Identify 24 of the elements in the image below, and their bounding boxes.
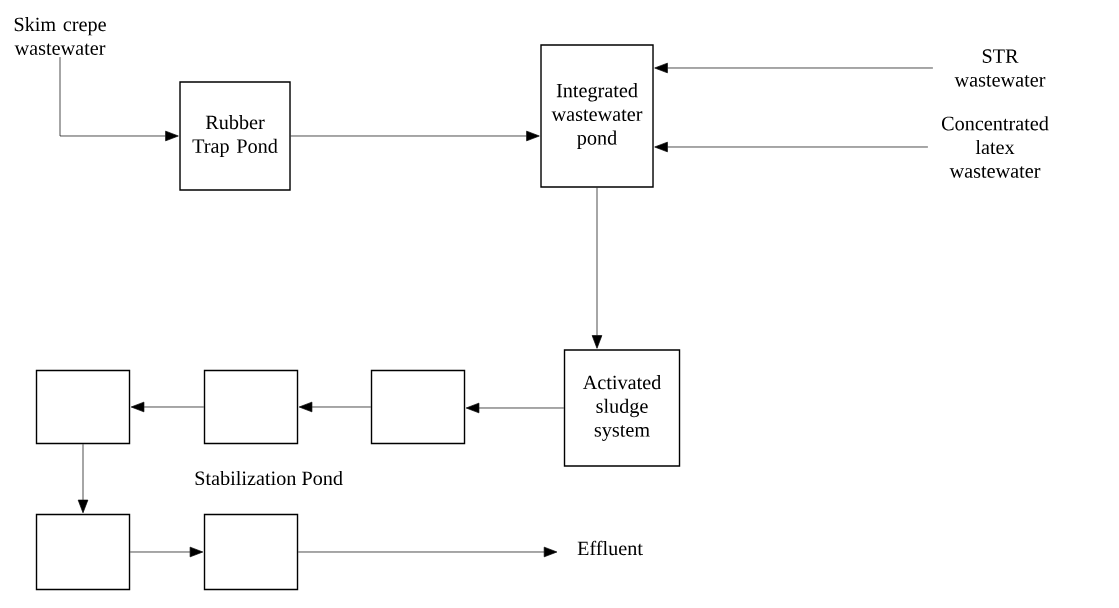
arrow xyxy=(290,130,540,142)
empty-box xyxy=(203,513,299,591)
node-text: Effluent xyxy=(577,540,643,556)
node-text: Concentrated latex wastewater xyxy=(941,116,1049,178)
empty-box xyxy=(35,513,131,591)
arrow xyxy=(130,401,205,413)
process-box: Rubber Trap Pond xyxy=(179,81,291,191)
empty-box xyxy=(370,369,466,445)
arrow xyxy=(59,56,179,142)
arrow xyxy=(591,187,603,349)
node-text: STR wastewater xyxy=(954,49,1046,87)
arrow xyxy=(297,546,558,558)
process-box: Activated sludge system xyxy=(563,349,681,467)
group-label: Stabilization Pond xyxy=(195,470,343,486)
arrow xyxy=(654,141,929,153)
empty-box xyxy=(35,369,131,445)
arrow xyxy=(129,546,204,558)
arrow xyxy=(465,402,565,414)
empty-box xyxy=(203,369,299,445)
arrow xyxy=(77,443,89,514)
node-text: Skim crepe wastewater xyxy=(14,17,106,55)
arrow xyxy=(298,401,372,413)
arrow xyxy=(654,62,934,74)
process-box: Integrated wastewater pond xyxy=(540,44,654,188)
